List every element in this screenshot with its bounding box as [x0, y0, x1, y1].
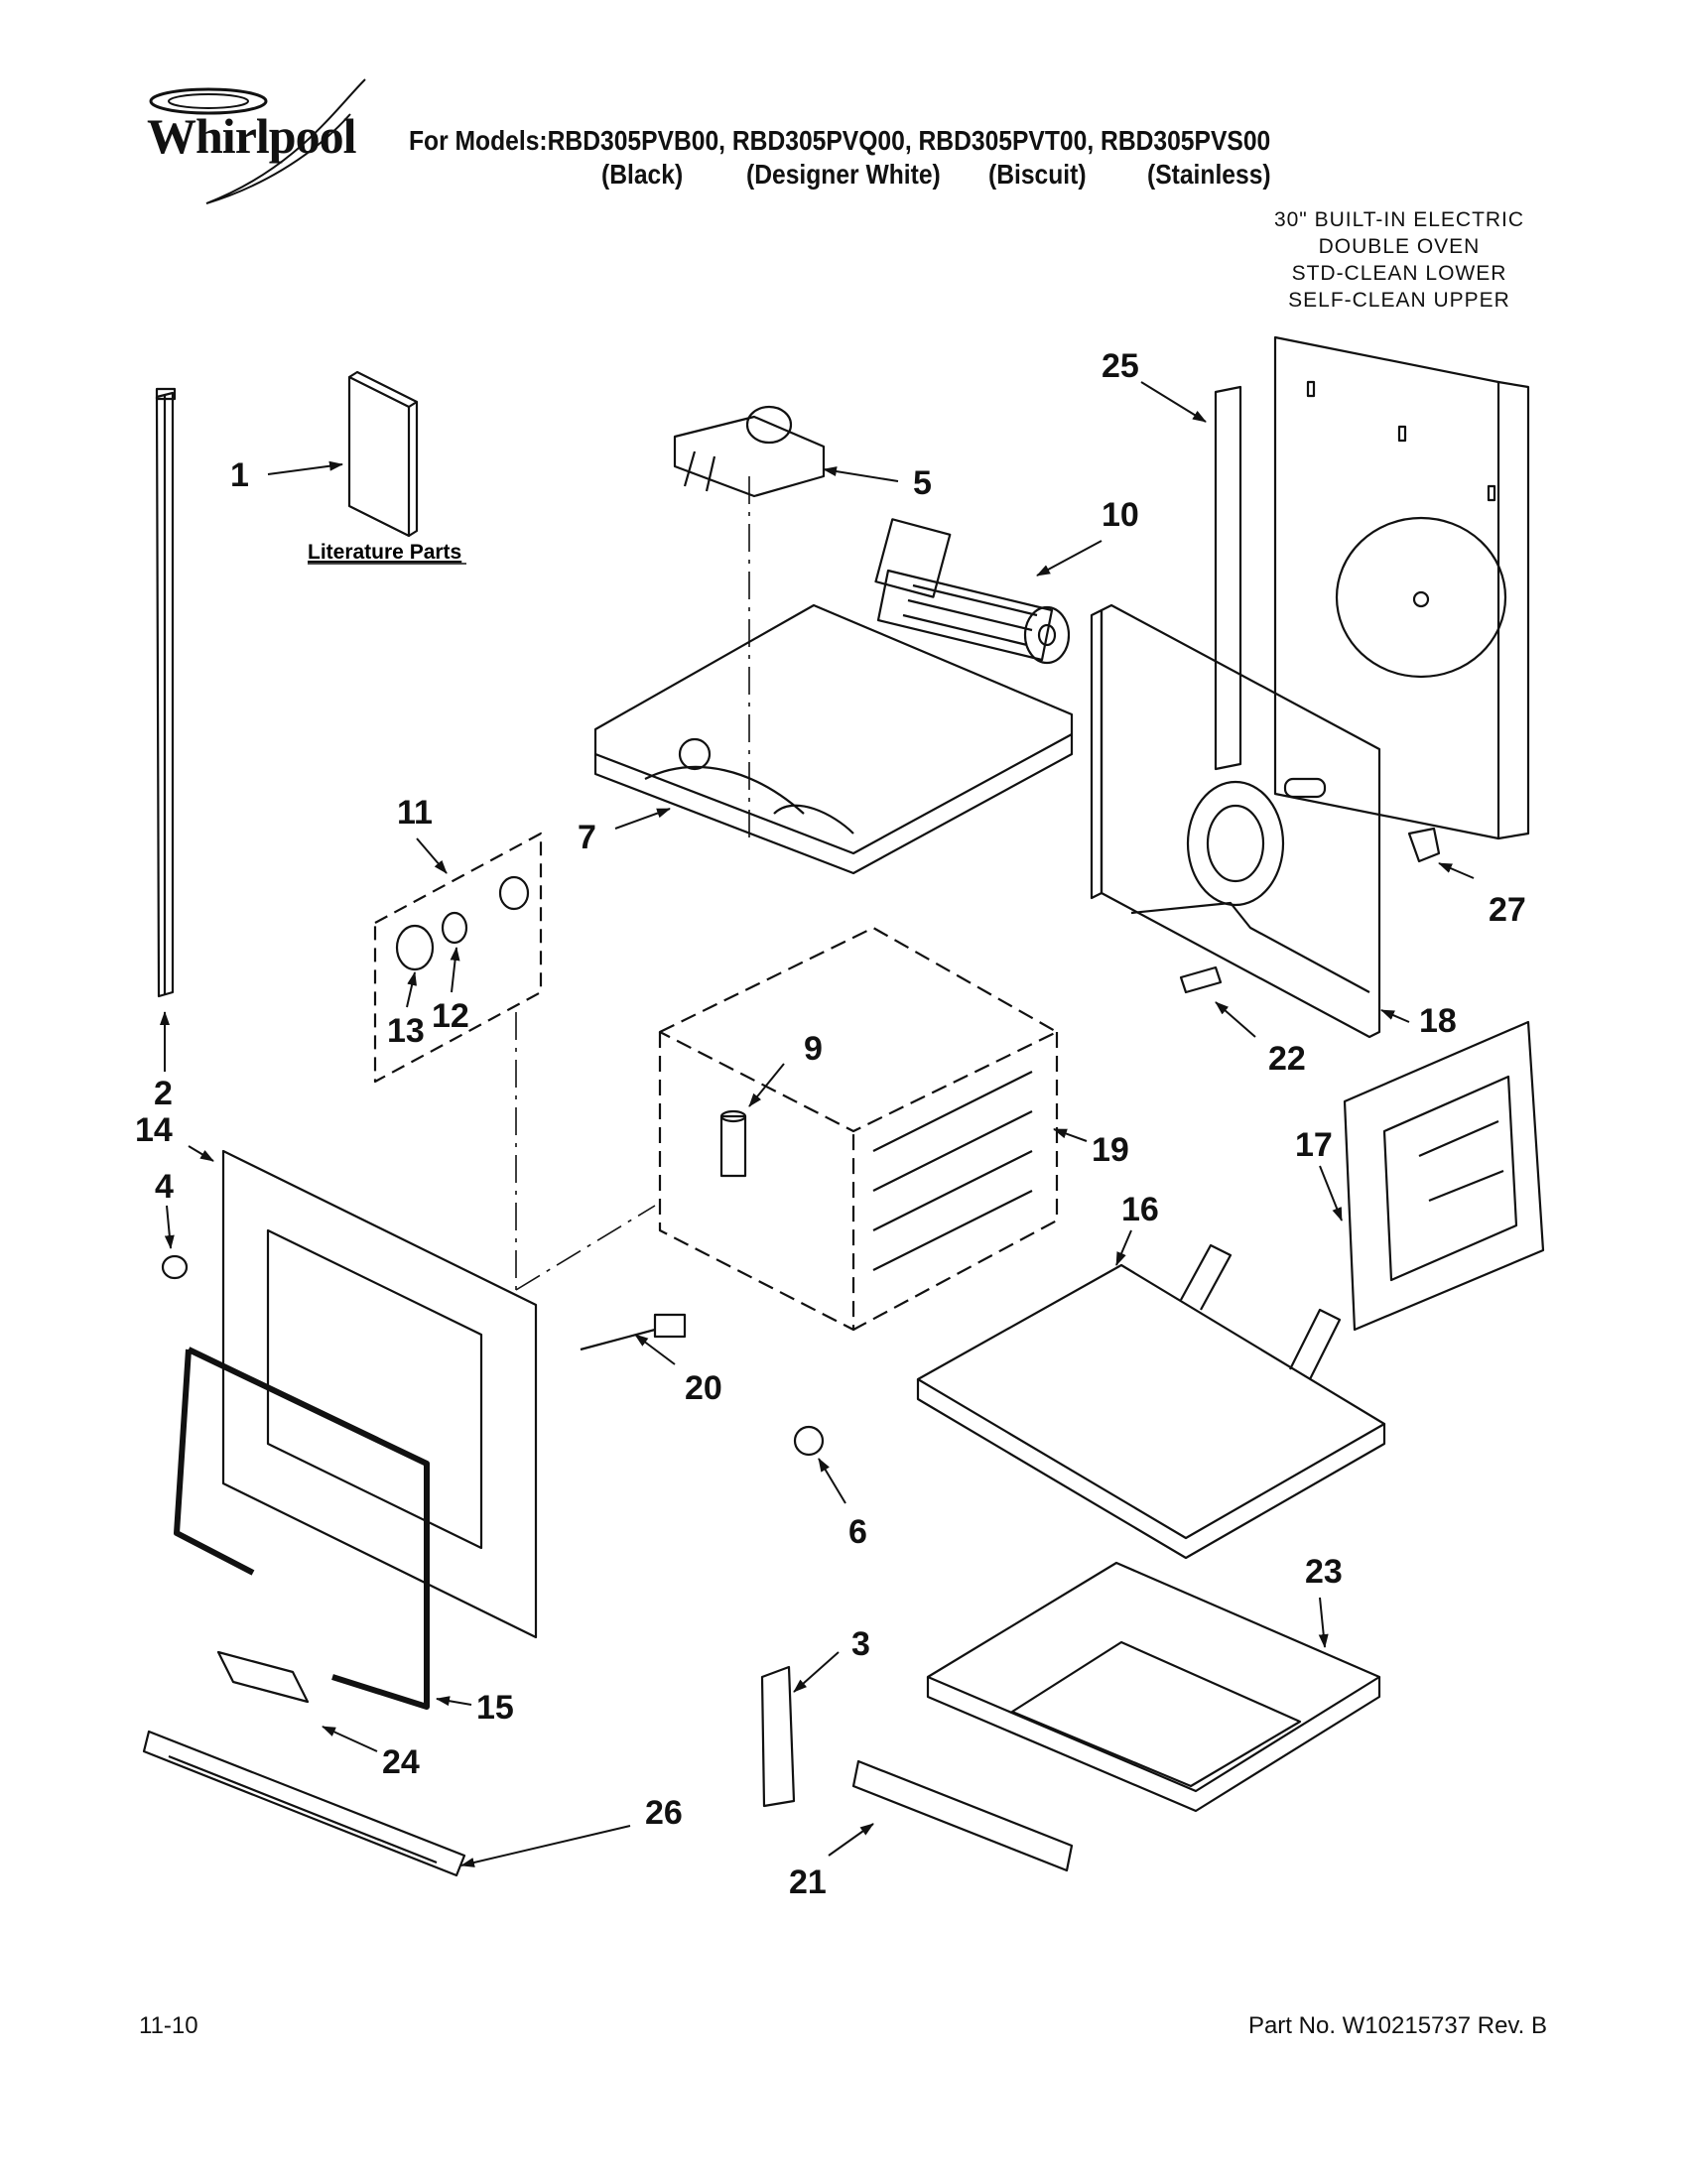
footer-date: 11-10	[139, 2012, 198, 2039]
part-side-trim	[155, 387, 177, 998]
part-26-trim	[142, 1730, 466, 1877]
leader-25	[1140, 381, 1207, 423]
callout-12: 12	[432, 997, 469, 1035]
part-5-bracket	[673, 405, 826, 498]
leader-19	[1053, 1128, 1088, 1142]
leader-16	[1115, 1229, 1132, 1266]
leader-11	[416, 837, 448, 874]
leader-4	[164, 1205, 175, 1249]
part-27-clip	[1407, 827, 1441, 863]
callout-6: 6	[848, 1513, 867, 1551]
callout-17: 17	[1295, 1126, 1333, 1164]
callout-24: 24	[382, 1743, 420, 1781]
description-line-2: DOUBLE OVEN	[1318, 235, 1481, 258]
part-7-top-panel	[593, 603, 1074, 875]
leader-9	[748, 1063, 785, 1107]
callout-13: 13	[387, 1012, 425, 1050]
color-stainless: (Stainless)	[1147, 159, 1271, 190]
leader-18	[1380, 1009, 1410, 1023]
color-black: (Black)	[601, 159, 684, 190]
callout-27: 27	[1489, 891, 1526, 929]
brand-wordmark: Whirlpool	[147, 108, 356, 164]
callout-23: 23	[1305, 1553, 1343, 1591]
leader-20	[634, 1334, 676, 1365]
literature-parts-label: Literature Parts	[308, 541, 461, 564]
leader-3	[793, 1651, 840, 1693]
leader-1	[267, 460, 343, 475]
leader-23	[1318, 1597, 1329, 1648]
callout-21: 21	[789, 1863, 827, 1901]
part-23-tray	[926, 1561, 1381, 1813]
part-11-light-assembly	[395, 875, 530, 971]
leader-6	[818, 1458, 846, 1504]
leader-14	[188, 1145, 214, 1162]
part-20-sensor	[580, 1313, 687, 1351]
callout-25: 25	[1102, 347, 1139, 385]
part-18-back-wall	[1090, 603, 1381, 1039]
alignment-lines	[515, 476, 750, 1291]
leader-5	[823, 466, 899, 482]
callout-2: 2	[154, 1075, 173, 1112]
leader-15	[436, 1696, 472, 1707]
footer-part-number: Part No. W10215737 Rev. B	[1247, 2012, 1547, 2039]
leader-17	[1319, 1165, 1343, 1221]
leader-12	[450, 947, 460, 993]
part-17-side-panel	[1343, 1020, 1545, 1332]
callout-18: 18	[1419, 1002, 1457, 1040]
part-3-bracket	[760, 1665, 796, 1808]
part-24-vent	[216, 1650, 310, 1704]
leader-10	[1036, 540, 1103, 577]
models-line: For Models:RBD305PVB00, RBD305PVQ00, RBD…	[409, 125, 1271, 156]
callout-22: 22	[1268, 1040, 1306, 1078]
callout-19: 19	[1092, 1131, 1129, 1169]
leader-27	[1438, 862, 1475, 879]
leader-26	[460, 1825, 631, 1867]
callout-26: 26	[645, 1794, 683, 1832]
callout-1: 1	[230, 456, 249, 494]
leader-22	[1215, 1001, 1256, 1038]
description-line-4: SELF-CLEAN UPPER	[1288, 289, 1510, 312]
callout-7: 7	[578, 819, 596, 856]
callout-16: 16	[1121, 1191, 1159, 1228]
color-designer-white: (Designer White)	[746, 159, 941, 190]
leader-24	[322, 1726, 378, 1752]
part-10-blower	[874, 518, 1071, 665]
callout-10: 10	[1102, 496, 1139, 534]
part-25-rear-panel	[1214, 335, 1530, 840]
callout-11: 11	[397, 794, 433, 832]
callout-4: 4	[155, 1168, 174, 1206]
product-description: 30" BUILT-IN ELECTRIC DOUBLE OVEN STD-CL…	[1221, 206, 1578, 314]
description-line-1: 30" BUILT-IN ELECTRIC	[1273, 208, 1525, 231]
part-15-seal	[174, 1347, 430, 1710]
color-biscuit: (Biscuit)	[988, 159, 1087, 190]
logo-swoosh-icon	[149, 78, 366, 204]
part-19-oven-cavity	[658, 926, 1059, 1332]
leader-13	[406, 971, 417, 1008]
leader-7	[614, 808, 671, 830]
brand-logo: Whirlpool	[137, 69, 395, 208]
part-6-knob	[793, 1425, 825, 1457]
part-14-front-frame	[161, 1149, 538, 1639]
callout-3: 3	[851, 1625, 870, 1663]
description-line-3: STD-CLEAN LOWER	[1291, 262, 1507, 285]
part-9-socket	[719, 1109, 747, 1178]
leader-21	[828, 1823, 874, 1857]
callout-9: 9	[804, 1030, 823, 1068]
callout-14: 14	[135, 1111, 173, 1149]
callout-5: 5	[913, 464, 932, 502]
part-22-bracket	[1179, 965, 1223, 994]
part-19-rack-guides	[872, 1071, 1033, 1271]
callout-20: 20	[685, 1369, 722, 1407]
callout-15: 15	[476, 1689, 514, 1727]
model-colors: (Black) (Designer White) (Biscuit) (Stai…	[0, 159, 1688, 198]
part-literature	[347, 370, 419, 538]
part-16-shelf	[916, 1243, 1386, 1560]
part-21-rail	[851, 1759, 1074, 1872]
